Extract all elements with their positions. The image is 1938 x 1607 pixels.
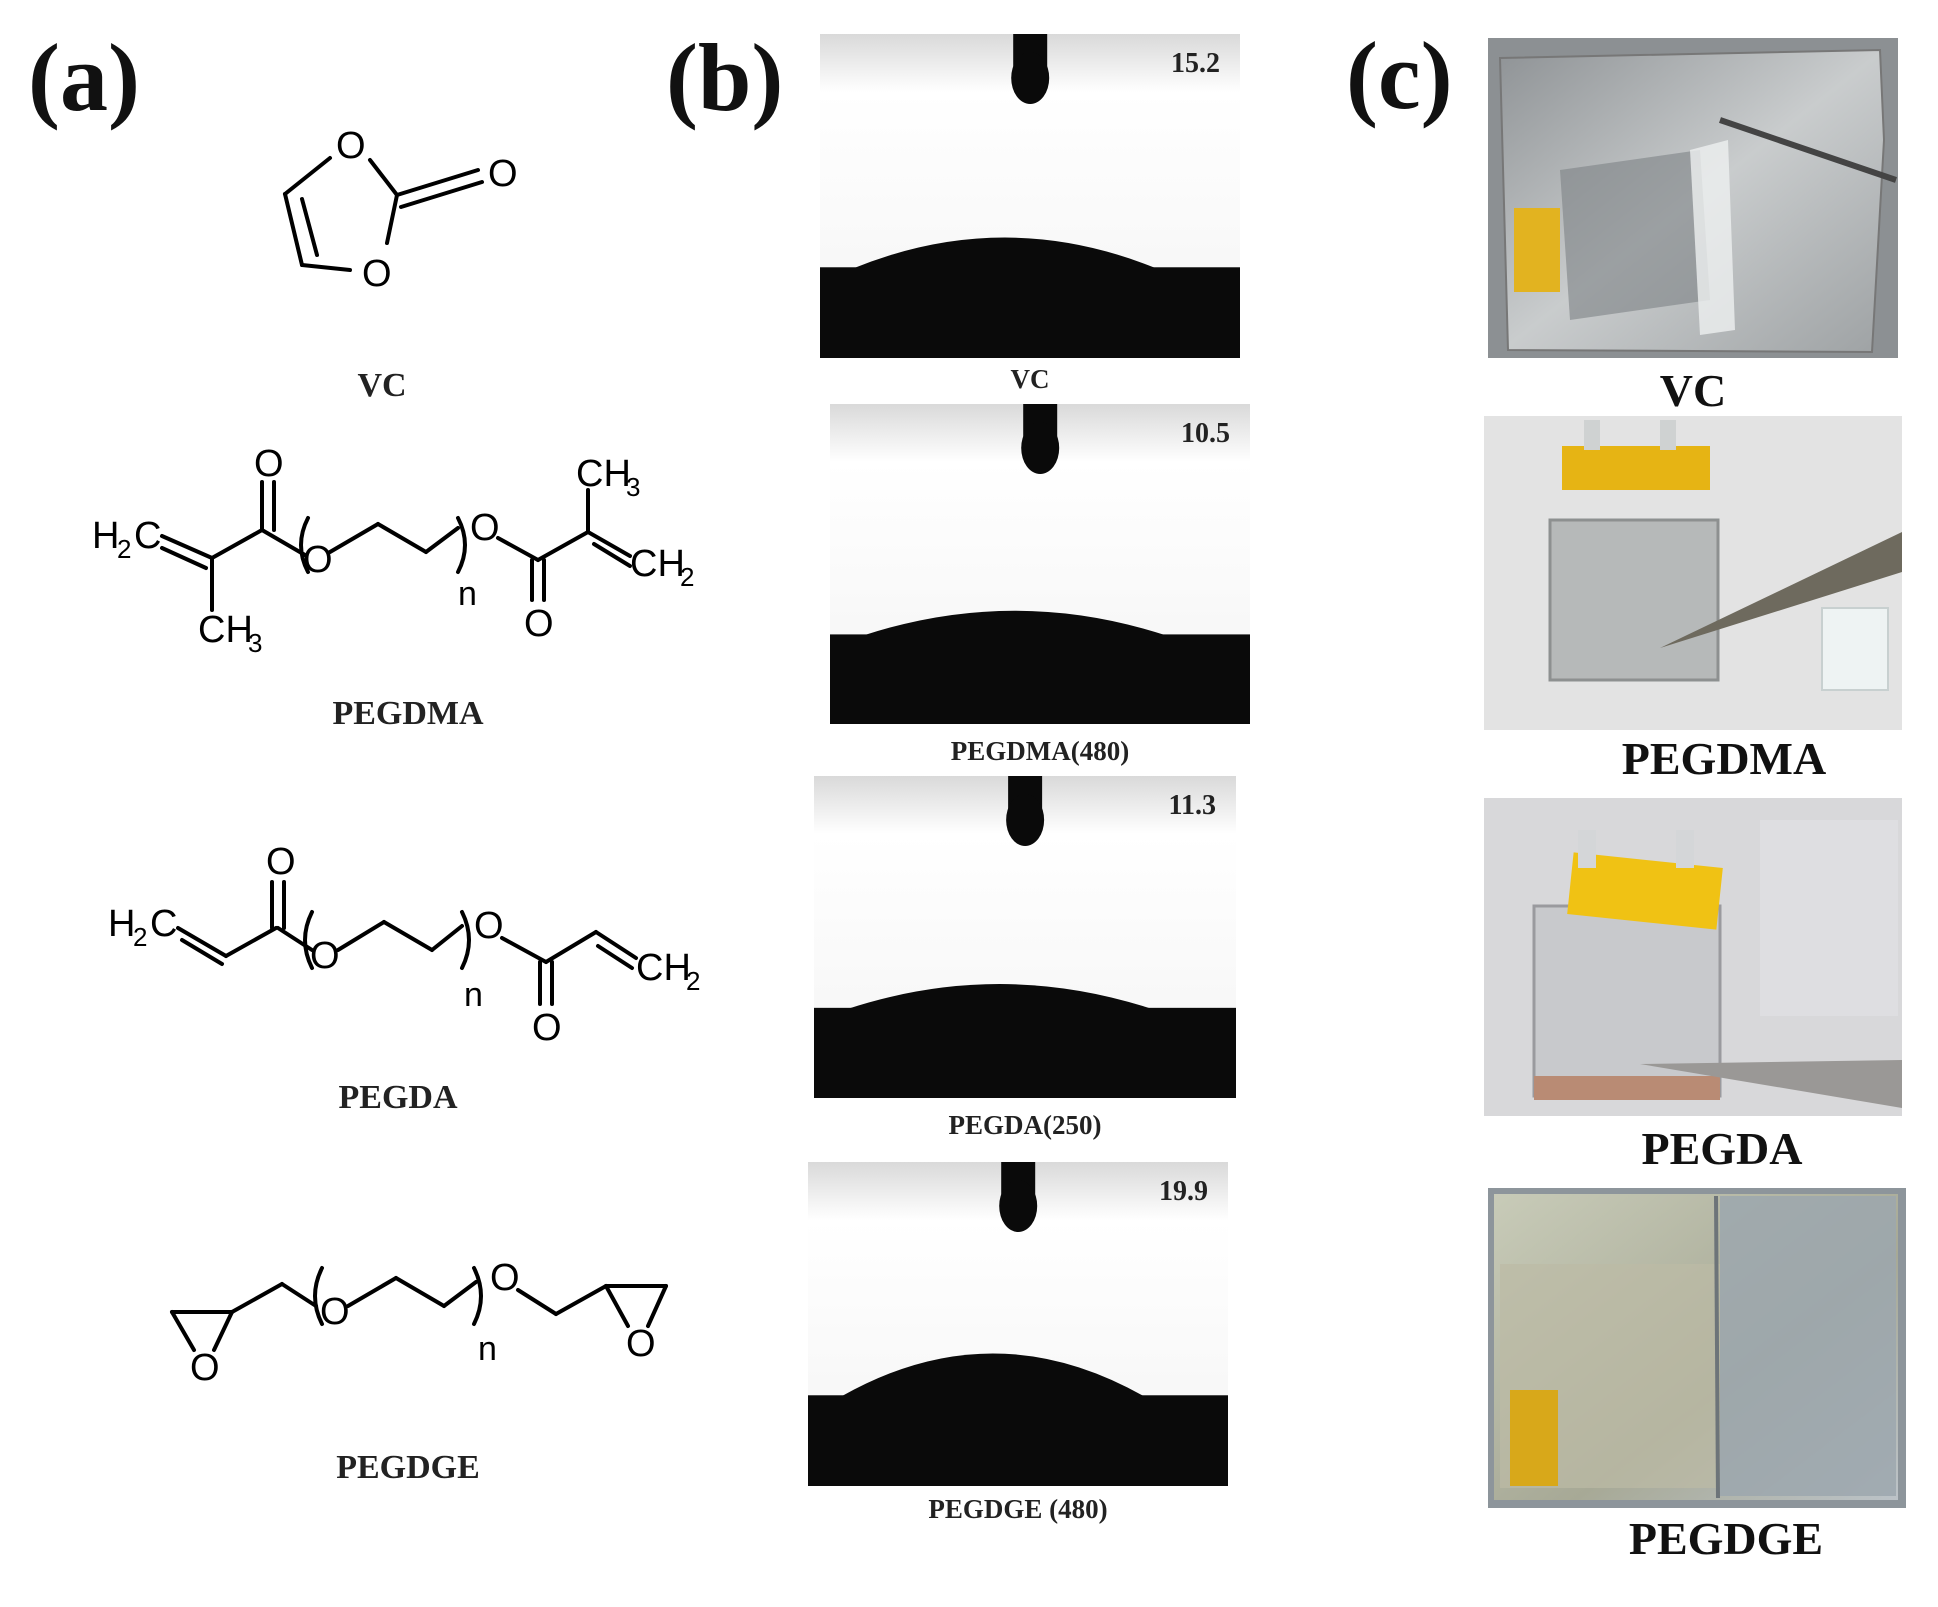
photo-vc-caption: VC [1660, 365, 1726, 416]
pendant-drop [999, 1180, 1038, 1232]
pegdge-atom-n: n [478, 1330, 497, 1368]
pegda-atom-ch2-sub: 2 [686, 966, 700, 996]
pegda-atom-o-ester: O [474, 905, 504, 947]
pegda-atom-h-sub: 2 [133, 922, 147, 952]
pegdma-atom-ch3-right-sub: 3 [626, 472, 640, 502]
vc-name: VC [357, 367, 406, 404]
sessile-drop [847, 984, 1152, 1009]
pegda-structure: H 2 C O O n O O CH 2 [108, 841, 700, 1049]
substrate [830, 634, 1250, 724]
pegdge-name: PEGDGE [336, 1449, 480, 1486]
pegdma-structure: H 2 C CH 3 O O n O O CH 3 CH 2 [92, 443, 694, 658]
pegda-atom-h: H [108, 903, 135, 945]
contact-angle-caption: PEGDA(250) [949, 1110, 1102, 1140]
pendant-drop [1011, 52, 1050, 104]
pegdma-atom-ch3-left: CH [198, 609, 253, 651]
pegdma-atom-o-carbonyl2: O [524, 603, 554, 645]
pegda-atom-n: n [464, 976, 483, 1014]
vc-tab [1514, 208, 1560, 292]
pegda-atom-o-carbonyl1: O [266, 841, 296, 883]
pegda-atom-ch2: CH [636, 947, 691, 989]
contact-angle-caption: VC [1011, 364, 1050, 394]
pegdge-atom-o-ether1: O [320, 1291, 350, 1333]
sessile-drop [841, 1353, 1144, 1397]
photo-pegdge [1488, 1188, 1906, 1508]
contact-angle-caption: PEGDMA(480) [951, 736, 1129, 766]
contact-angle-caption: PEGDGE (480) [928, 1494, 1107, 1524]
pegdma-atom-o-ether: O [303, 539, 333, 581]
substrate [808, 1395, 1228, 1486]
contact-angle-value: 10.5 [1181, 418, 1230, 449]
sessile-drop [853, 237, 1156, 269]
pegdma-atom-h-sub: 2 [117, 534, 131, 564]
contact-angle-images: 15.2VC10.5PEGDMA(480)11.3PEGDA(250)19.9P… [808, 34, 1250, 1524]
vc-atom-o3: O [362, 253, 392, 295]
photo-pegdma-caption: PEGDMA [1622, 733, 1826, 784]
pegdge-structure: O O n O O [170, 1257, 668, 1389]
contact-angle-value: 15.2 [1171, 48, 1220, 79]
pegdma-atom-n: n [458, 575, 477, 613]
pegdma-atom-ch2: CH [630, 543, 685, 585]
pegdma-atom-ch3-right: CH [576, 453, 631, 495]
pegdma-atom-c: C [134, 515, 161, 557]
contact-angle-value: 19.9 [1159, 1176, 1208, 1207]
pendant-drop [1006, 794, 1045, 846]
vc-atom-o2: O [488, 153, 518, 195]
sessile-drop [863, 610, 1166, 636]
substrate [814, 1007, 1236, 1098]
photo-pegda-caption: PEGDA [1642, 1123, 1803, 1174]
photo-pegda [1484, 798, 1902, 1116]
pegdma-atom-o-ester: O [470, 507, 500, 549]
panel-a-label: (a) [28, 24, 140, 131]
pegda-name: PEGDA [339, 1079, 458, 1116]
substrate [820, 267, 1240, 358]
pegdma-atom-ch2-sub: 2 [680, 562, 694, 592]
pegdma-name: PEGDMA [332, 695, 484, 732]
pegda-atom-o-ether: O [310, 935, 340, 977]
pegdma-atom-h: H [92, 515, 119, 557]
panel-b-label: (b) [666, 24, 783, 131]
photo-pegdge-caption: PEGDGE [1629, 1513, 1823, 1564]
contact-angle-value: 11.3 [1169, 790, 1216, 821]
pegdge-atom-o-epoxide2: O [626, 1323, 656, 1365]
pegda-atom-c: C [150, 903, 177, 945]
vc-atom-o1: O [336, 125, 366, 167]
pegdge-atom-o-ether2: O [490, 1257, 520, 1299]
pegdma-atom-o-carbonyl1: O [254, 443, 284, 485]
vc-structure: O O O [283, 125, 518, 295]
contact-angle-frame: 15.2VC [820, 34, 1240, 394]
pegda-atom-o-carbonyl2: O [532, 1007, 562, 1049]
photo-vc [1488, 38, 1898, 358]
pegdma-atom-ch3-left-sub: 3 [248, 628, 262, 658]
pendant-drop [1021, 422, 1060, 474]
pegdge-atom-o-epoxide1: O [190, 1347, 220, 1389]
panel-c-label: (c) [1346, 22, 1453, 129]
photo-pegdma [1484, 416, 1902, 730]
